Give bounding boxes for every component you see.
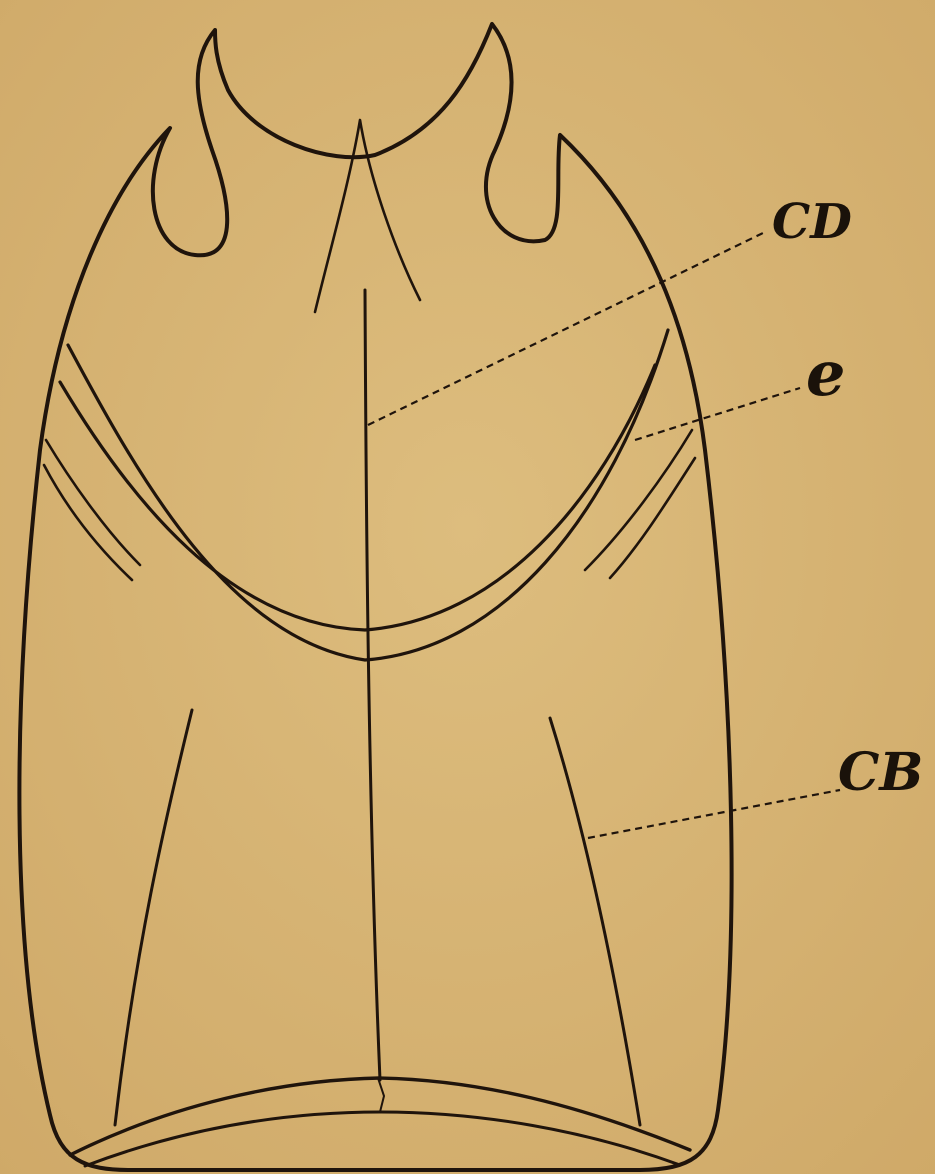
cd-label: CD <box>772 194 852 250</box>
cb-label: CB <box>838 742 923 803</box>
e-label: e <box>806 337 845 410</box>
